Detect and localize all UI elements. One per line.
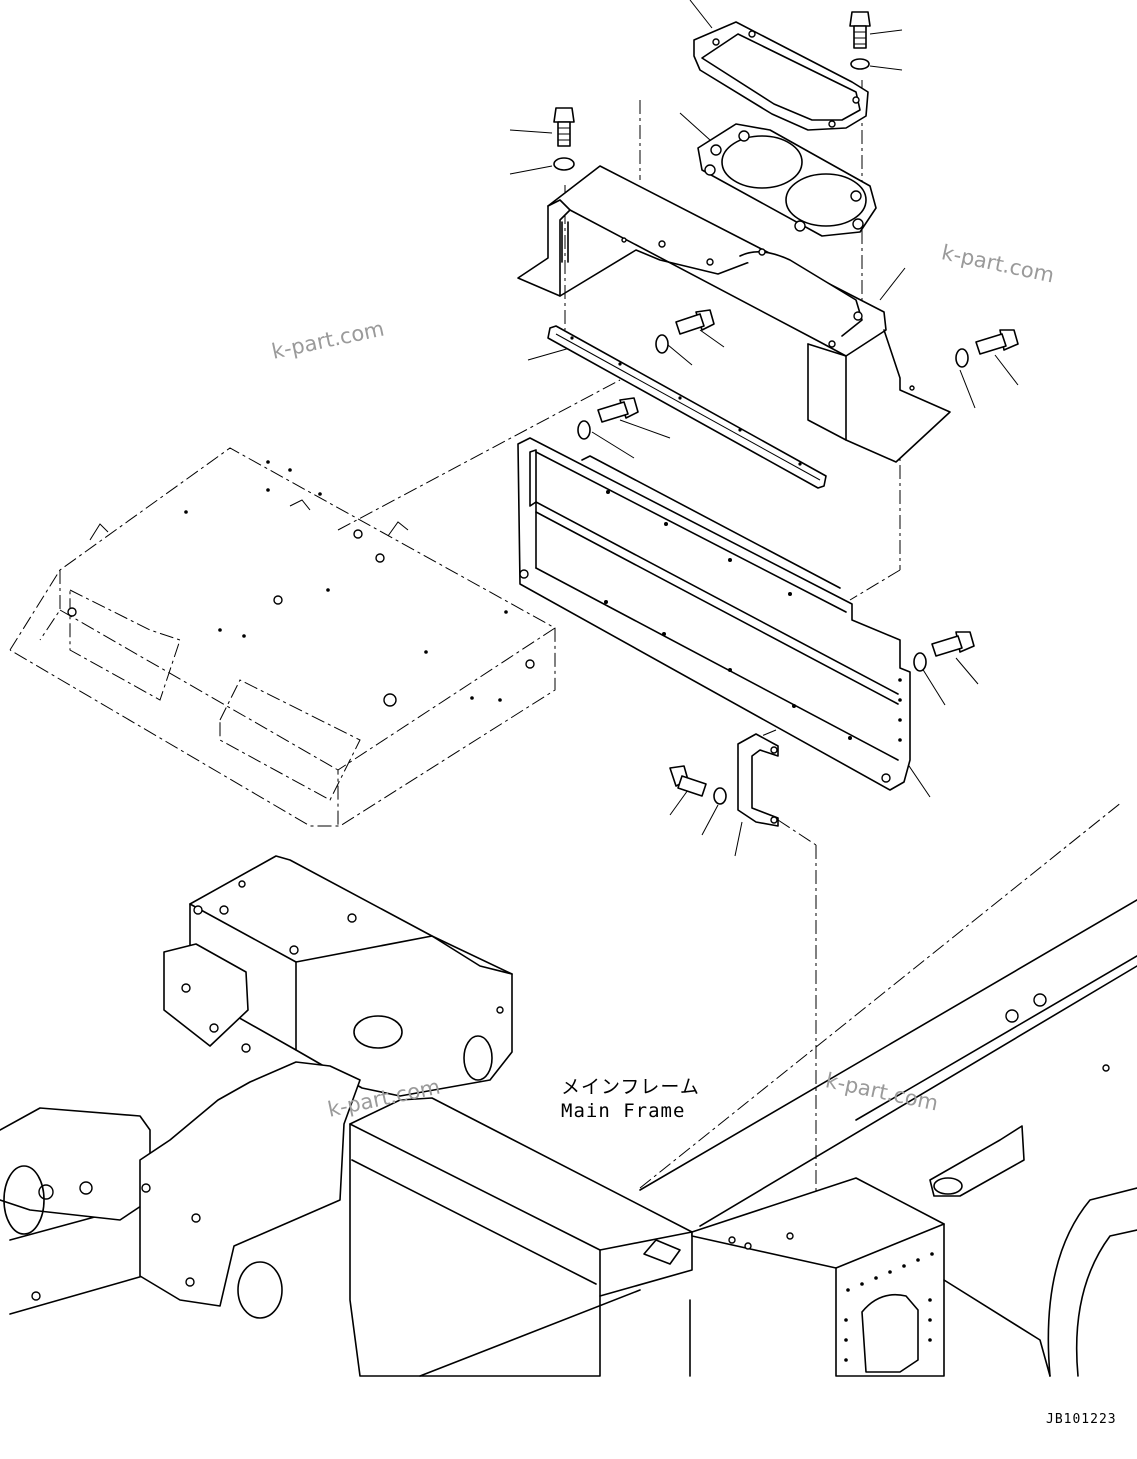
washer-icon (655, 334, 669, 354)
washer-icon (955, 348, 969, 368)
main-frame (0, 855, 1137, 1377)
drawing-code: JB101223 (1046, 1412, 1117, 1427)
main-frame-label-jp: メインフレーム (561, 1076, 700, 1098)
hex-bolt-icon (597, 397, 639, 423)
hex-bolt-icon (675, 309, 715, 335)
hex-bolt-icon (975, 329, 1019, 355)
hex-bolt-icon (553, 107, 575, 147)
hex-bolt-icon (669, 765, 707, 797)
port-gasket-plate (697, 123, 877, 237)
upper-bracket-housing (517, 165, 951, 463)
hex-bolt-icon (931, 631, 975, 657)
u-bracket (737, 733, 779, 827)
strip-plate (547, 325, 827, 489)
washer-icon (553, 157, 575, 171)
washer-icon (577, 420, 591, 440)
washer-icon (850, 58, 870, 70)
washer-icon (713, 787, 727, 805)
main-frame-label-en: Main Frame (561, 1100, 686, 1122)
top-gasket (693, 21, 869, 131)
cover-plate (9, 447, 556, 827)
washer-icon (913, 652, 927, 672)
frame-panel (517, 437, 911, 791)
leader-lines (509, 0, 1019, 857)
hex-bolt-icon (849, 11, 871, 49)
